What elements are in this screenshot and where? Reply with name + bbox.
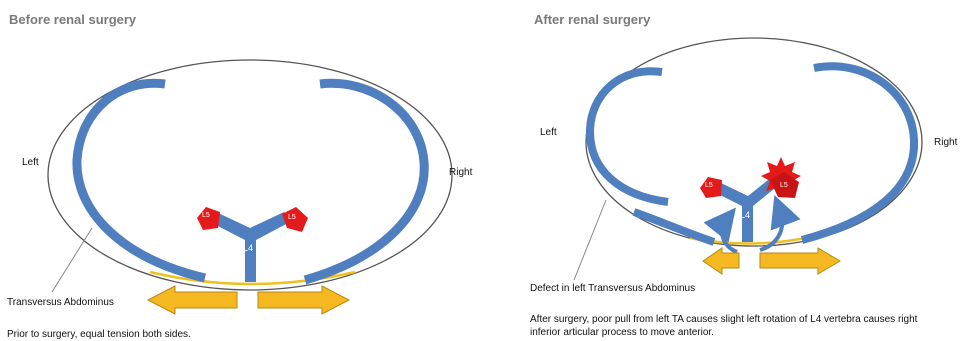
after-facet-left-label: L5 <box>705 182 713 189</box>
after-callout-label: Defect in left Transversus Abdominus <box>530 282 695 295</box>
before-panel <box>48 60 452 314</box>
before-facet-right-label: L5 <box>288 214 296 221</box>
right-transversus-abdominus <box>305 83 424 280</box>
left-tension-arrow <box>148 286 237 314</box>
right-tension-arrow <box>258 286 349 314</box>
after-facet-right-label: L5 <box>780 182 788 189</box>
left-transversus-abdominus-defect <box>634 212 714 242</box>
before-right-label: Right <box>449 167 472 178</box>
before-left-label: Left <box>22 157 39 168</box>
after-left-label: Left <box>540 127 557 138</box>
right-transversus-abdominus <box>802 66 914 240</box>
before-callout-label: Transversus Abdominus <box>7 296 114 309</box>
before-facet-left-label: L5 <box>202 212 210 219</box>
before-caption: Prior to surgery, equal tension both sid… <box>7 328 191 341</box>
after-caption-line-1: After surgery, poor pull from left TA ca… <box>530 313 917 326</box>
after-vertebra-label: L4 <box>740 210 750 220</box>
right-tension-arrow <box>760 248 840 274</box>
after-caption-line-2: inferior articular process to move anter… <box>530 326 714 339</box>
after-title: After renal surgery <box>534 12 650 27</box>
after-right-label: Right <box>934 137 957 148</box>
rotation-arrow-left-icon <box>722 220 737 252</box>
callout-line <box>574 200 606 280</box>
callout-line <box>52 228 92 292</box>
before-title: Before renal surgery <box>9 12 136 27</box>
left-transversus-abdominus <box>590 71 668 202</box>
before-vertebra-label: L4 <box>243 243 253 253</box>
after-panel <box>574 38 922 280</box>
